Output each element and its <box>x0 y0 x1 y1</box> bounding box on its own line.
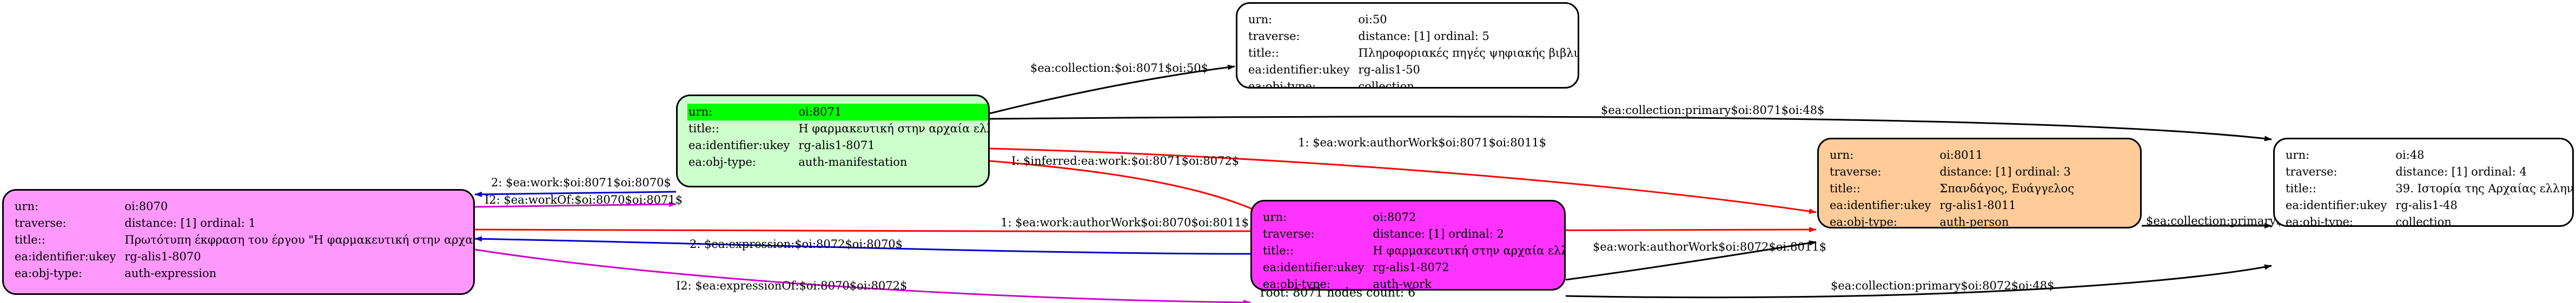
row-key: traverse: <box>1830 165 1882 178</box>
edge-e11 <box>1565 264 2272 299</box>
row-key: ea:obj-type: <box>1830 216 1897 228</box>
edge-e10 <box>1565 240 1817 281</box>
node-oi-48[interactable]: urn: oi:48 traverse: distance: [1] ordinal… <box>2273 138 2574 227</box>
row-value: auth-person <box>1939 216 2009 228</box>
row-value: distance: [1] ordinal: 3 <box>1939 165 2071 178</box>
node-oi-8011[interactable]: urn: oi:8011 traverse: distance: [1] ordin… <box>1817 138 2142 228</box>
row-key: title:: <box>1248 46 1279 59</box>
row-value: collection <box>2395 216 2452 227</box>
edge-label-e1: 2: $ea:work:$oi:8071$oi:8070$ <box>491 176 671 189</box>
node-oi-8072[interactable]: urn: oi:8072 traverse: distance: [1] ordin… <box>1250 200 1566 291</box>
edge-label-e9: I: $inferred:ea:work:$oi:8071$oi:8072$ <box>1011 154 1240 167</box>
node-oi-8071-table: urn:oi:8071 title::Η φαρμακευτική στην α… <box>687 104 988 171</box>
row-key: traverse: <box>1248 30 1300 43</box>
row-key: title:: <box>688 122 719 135</box>
row-value: rg-alis1-50 <box>1358 63 1420 76</box>
edge-e2 <box>474 201 677 208</box>
row-key: urn: <box>687 104 798 120</box>
edge-e8 <box>989 147 1817 214</box>
row-key: urn: <box>1248 13 1273 26</box>
row-key: ea:identifier:ukey <box>2286 199 2387 212</box>
row-value: distance: [1] ordinal: 5 <box>1358 30 1489 43</box>
row-key: title:: <box>15 233 45 246</box>
row-value: auth-work <box>1373 278 1432 291</box>
edge-label-e5: I2: $ea:expressionOf:$oi:8070$oi:8072$ <box>676 279 908 292</box>
edge-label-e3: 1: $ea:work:authorWork$oi:8070$oi:8011$ <box>1001 216 1249 229</box>
row-value: oi:48 <box>2395 149 2425 161</box>
edge-e6 <box>989 64 1235 115</box>
row-key: ea:identifier:ukey <box>1263 261 1365 274</box>
row-value: rg-alis1-8071 <box>798 139 875 152</box>
row-key: ea:identifier:ukey <box>15 250 116 263</box>
row-key: traverse: <box>1263 227 1315 240</box>
row-value: distance: [1] ordinal: 2 <box>1373 227 1504 240</box>
row-value: Πληροφοριακές πηγές ψηφιακής βιβλιοθήκης <box>1358 46 1578 59</box>
row-key: urn: <box>2286 149 2310 161</box>
row-key: urn: <box>15 200 39 213</box>
edge-label-e6: $ea:collection:$oi:8071$oi:50$ <box>1030 62 1208 75</box>
row-key: ea:identifier:ukey <box>688 139 790 152</box>
row-value: rg-alis1-8070 <box>124 250 201 263</box>
row-value: oi:50 <box>1358 13 1387 26</box>
edge-label-e4: 2: $ea:expression:$oi:8072$oi:8070$ <box>690 238 903 251</box>
row-value: rg-alis1-8072 <box>1373 261 1449 274</box>
row-key: ea:obj-type: <box>688 156 756 169</box>
row-key: ea:obj-type: <box>1248 80 1316 89</box>
row-value: collection <box>1358 80 1414 89</box>
row-key: ea:identifier:ukey <box>1830 199 1931 212</box>
row-key: traverse: <box>15 217 67 230</box>
graph-footer: root: 8071 nodes count: 6 <box>1260 286 1416 300</box>
node-oi-50[interactable]: urn: oi:50 traverse: distance: [1] ordinal… <box>1236 2 1579 89</box>
row-value: oi:8071 <box>797 104 988 120</box>
node-oi-8070-table: urn: oi:8070 traverse: distance: [1] ordin… <box>14 198 475 282</box>
row-key: ea:obj-type: <box>1263 278 1330 291</box>
row-value: 39. Ιστορία της Αρχαίας ελληνικής ιατρικ… <box>2395 182 2574 195</box>
edge-e5 <box>474 248 1251 303</box>
node-oi-8072-table: urn: oi:8072 traverse: distance: [1] ordin… <box>1262 209 1564 291</box>
row-value: auth-expression <box>124 267 217 280</box>
row-key: urn: <box>1263 211 1287 224</box>
row-value: Πρωτότυπη έκφραση του έργου "Η φαρμακευτ… <box>124 233 475 246</box>
row-key: ea:obj-type: <box>2286 216 2353 227</box>
row-value: distance: [1] ordinal: 1 <box>124 217 256 230</box>
row-value: Η φαρμακευτική στην αρχαία ελλάδα <box>1373 244 1564 257</box>
row-key: title:: <box>1830 182 1860 195</box>
edge-e7 <box>989 116 2272 142</box>
node-oi-50-table: urn: oi:50 traverse: distance: [1] ordinal… <box>1247 11 1578 89</box>
row-value: Η φαρμακευτική στην αρχαία ελλάδα <box>798 122 988 135</box>
node-oi-8011-table: urn: oi:8011 traverse: distance: [1] ordin… <box>1829 147 2082 228</box>
edge-label-e10: $ea:work:authorWork$oi:8072$oi:8011$ <box>1593 240 1826 253</box>
node-oi-8071[interactable]: urn:oi:8071 title::Η φαρμακευτική στην α… <box>676 95 990 187</box>
edge-label-e11: $ea:collection:primary$oi:8072$oi:48$ <box>1831 279 2055 292</box>
row-value: oi:8070 <box>124 200 168 213</box>
edge-e3 <box>474 227 1817 233</box>
edge-e1 <box>474 191 677 197</box>
row-value: oi:8011 <box>1939 149 1983 161</box>
row-value: distance: [1] ordinal: 4 <box>2395 165 2527 178</box>
row-value: oi:8072 <box>1373 211 1416 224</box>
edge-label-e8: 1: $ea:work:authorWork$oi:8071$oi:8011$ <box>1298 136 1547 149</box>
edge-label-e7: $ea:collection:primary$oi:8071$oi:48$ <box>1601 104 1825 117</box>
row-key: ea:obj-type: <box>15 267 82 280</box>
edge-label-e2: I2: $ea:workOf:$oi:8070$oi:8071$ <box>485 193 683 206</box>
row-value: auth-manifestation <box>798 156 908 169</box>
node-oi-48-table: urn: oi:48 traverse: distance: [1] ordinal… <box>2284 147 2574 227</box>
node-oi-8070[interactable]: urn: oi:8070 traverse: distance: [1] ordin… <box>2 189 475 295</box>
row-value: Σπανδάγος, Ευάγγελος <box>1939 182 2075 195</box>
row-key: title:: <box>1263 244 1294 257</box>
row-key: title:: <box>2286 182 2316 195</box>
row-key: ea:identifier:ukey <box>1248 63 1350 76</box>
row-value: rg-alis1-48 <box>2395 199 2458 212</box>
row-value: rg-alis1-8011 <box>1939 199 2016 212</box>
edge-e4 <box>474 236 1251 255</box>
row-key: traverse: <box>2286 165 2337 178</box>
row-key: urn: <box>1830 149 1854 161</box>
